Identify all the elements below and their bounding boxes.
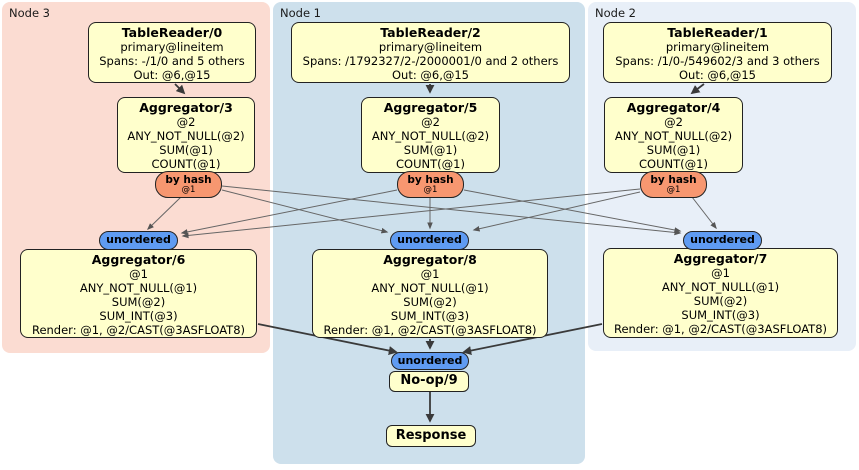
response-box: Response xyxy=(386,425,476,447)
node1-region-label: Node 1 xyxy=(280,6,321,20)
aggregator-8-fn: SUM(@2) xyxy=(403,295,457,309)
tablereader-0-out: Out: @6,@15 xyxy=(133,68,211,82)
aggregator-8-title: Aggregator/8 xyxy=(383,252,477,267)
by-hash-key: @1 xyxy=(423,185,438,195)
edge-byhash5-unordered2 xyxy=(463,189,682,233)
aggregator-4-box: Aggregator/4 @2 ANY_NOT_NULL(@2) SUM(@1)… xyxy=(604,97,743,173)
aggregator-6-fn: ANY_NOT_NULL(@1) xyxy=(79,281,198,295)
aggregator-3-fn: SUM(@1) xyxy=(159,143,213,157)
aggregator-7-fn: ANY_NOT_NULL(@1) xyxy=(661,280,780,294)
aggregator-6-title: Aggregator/6 xyxy=(91,252,186,267)
tablereader-0-spans: Spans: -/1/0 and 5 others xyxy=(99,54,245,68)
by-hash-key: @1 xyxy=(181,185,196,195)
aggregator-6-fn: SUM(@2) xyxy=(111,295,166,309)
edge-byhash4-unordered3 xyxy=(181,188,641,239)
edge-byhash4-unordered2 xyxy=(691,196,717,230)
aggregator-3-fn: COUNT(@1) xyxy=(151,157,221,171)
aggregator-5-title: Aggregator/5 xyxy=(383,100,478,115)
unordered-oval-node2: unordered xyxy=(683,231,762,250)
aggregator-8-group: @1 xyxy=(420,267,440,281)
tablereader-1-title: TableReader/1 xyxy=(667,25,768,40)
by-hash-oval-node3: by hash @1 xyxy=(155,171,222,198)
edge-byhash3-unordered1 xyxy=(221,189,389,234)
aggregator-5-box: Aggregator/5 @2 ANY_NOT_NULL(@2) SUM(@1)… xyxy=(361,97,500,173)
aggregator-5-fn: COUNT(@1) xyxy=(396,157,465,171)
tablereader-1-box: TableReader/1 primary@lineitem Spans: /1… xyxy=(603,22,832,83)
aggregator-3-group: @2 xyxy=(176,115,196,129)
aggregator-7-group: @1 xyxy=(711,266,730,280)
tablereader-0-box: TableReader/0 primary@lineitem Spans: -/… xyxy=(88,22,256,83)
tablereader-2-out: Out: @6,@15 xyxy=(392,68,469,82)
edge-aggregator7-sink xyxy=(462,323,603,355)
aggregator-6-group: @1 xyxy=(129,267,148,281)
aggregator-4-fn: SUM(@1) xyxy=(646,143,701,157)
aggregator-5-fn: ANY_NOT_NULL(@2) xyxy=(371,129,490,143)
edge-byhash3-unordered2 xyxy=(221,185,682,236)
stream-edges xyxy=(146,185,717,239)
unordered-oval-sink: unordered xyxy=(391,352,469,370)
aggregator-7-box: Aggregator/7 @1 ANY_NOT_NULL(@1) SUM(@2)… xyxy=(603,248,838,338)
aggregator-6-box: Aggregator/6 @1 ANY_NOT_NULL(@1) SUM(@2)… xyxy=(20,249,257,338)
tablereader-0-index: primary@lineitem xyxy=(120,40,224,54)
node3-region-label: Node 3 xyxy=(9,6,50,20)
by-hash-label: by hash xyxy=(650,174,697,186)
aggregator-8-fn: SUM_INT(@3) xyxy=(390,309,470,323)
tablereader-1-spans: Spans: /1/0-/549602/3 and 3 others xyxy=(615,54,820,68)
aggregator-4-title: Aggregator/4 xyxy=(626,100,721,115)
tablereader-2-index: primary@lineitem xyxy=(378,40,483,54)
tablereader-1-out: Out: @6,@15 xyxy=(679,68,756,82)
by-hash-key: @1 xyxy=(666,185,681,195)
aggregator-7-fn: SUM_INT(@3) xyxy=(681,308,760,322)
aggregator-7-render: Render: @1, @2/CAST(@3ASFLOAT8) xyxy=(613,322,828,336)
aggregator-3-fn: ANY_NOT_NULL(@2) xyxy=(127,129,245,143)
aggregator-8-fn: ANY_NOT_NULL(@1) xyxy=(371,281,489,295)
by-hash-oval-node2: by hash @1 xyxy=(640,171,707,198)
edge-byhash5-unordered3 xyxy=(180,189,398,235)
aggregator-4-fn: COUNT(@1) xyxy=(639,157,708,171)
aggregator-5-fn: SUM(@1) xyxy=(403,143,458,157)
by-hash-label: by hash xyxy=(165,174,212,186)
aggregator-4-group: @2 xyxy=(664,115,683,129)
aggregator-6-render: Render: @1, @2/CAST(@3ASFLOAT8) xyxy=(31,323,246,337)
unordered-oval-node3: unordered xyxy=(99,231,178,250)
aggregator-4-fn: ANY_NOT_NULL(@2) xyxy=(614,129,733,143)
aggregator-8-render: Render: @1, @2/CAST(@3ASFLOAT8) xyxy=(323,323,537,337)
aggregator-8-box: Aggregator/8 @1 ANY_NOT_NULL(@1) SUM(@2)… xyxy=(312,249,548,338)
aggregator-5-group: @2 xyxy=(421,115,440,129)
edge-byhash4-unordered1 xyxy=(472,191,641,232)
aggregator-7-title: Aggregator/7 xyxy=(673,251,768,266)
tablereader-2-spans: Spans: /1792327/2-/2000001/0 and 2 other… xyxy=(302,54,559,68)
edge-tablereader0-aggregator3 xyxy=(174,83,186,95)
tablereader-2-box: TableReader/2 primary@lineitem Spans: /1… xyxy=(291,22,570,83)
aggregator-6-fn: SUM_INT(@3) xyxy=(99,309,178,323)
by-hash-oval-node1: by hash @1 xyxy=(397,171,464,198)
flow-edges xyxy=(174,83,705,423)
noop-box: No-op/9 xyxy=(389,371,469,392)
unordered-oval-node1: unordered xyxy=(390,231,469,250)
tablereader-1-index: primary@lineitem xyxy=(665,40,770,54)
tablereader-0-title: TableReader/0 xyxy=(121,25,223,40)
aggregator-3-title: Aggregator/3 xyxy=(139,100,233,115)
tablereader-2-title: TableReader/2 xyxy=(380,25,481,40)
aggregator-3-box: Aggregator/3 @2 ANY_NOT_NULL(@2) SUM(@1)… xyxy=(117,97,255,173)
node2-region-label: Node 2 xyxy=(595,6,636,20)
edge-tablereader1-aggregator4 xyxy=(690,83,705,95)
edge-aggregator6-sink xyxy=(257,323,398,355)
edge-byhash3-unordered3 xyxy=(146,196,182,230)
by-hash-label: by hash xyxy=(407,174,454,186)
aggregator-7-fn: SUM(@2) xyxy=(693,294,748,308)
